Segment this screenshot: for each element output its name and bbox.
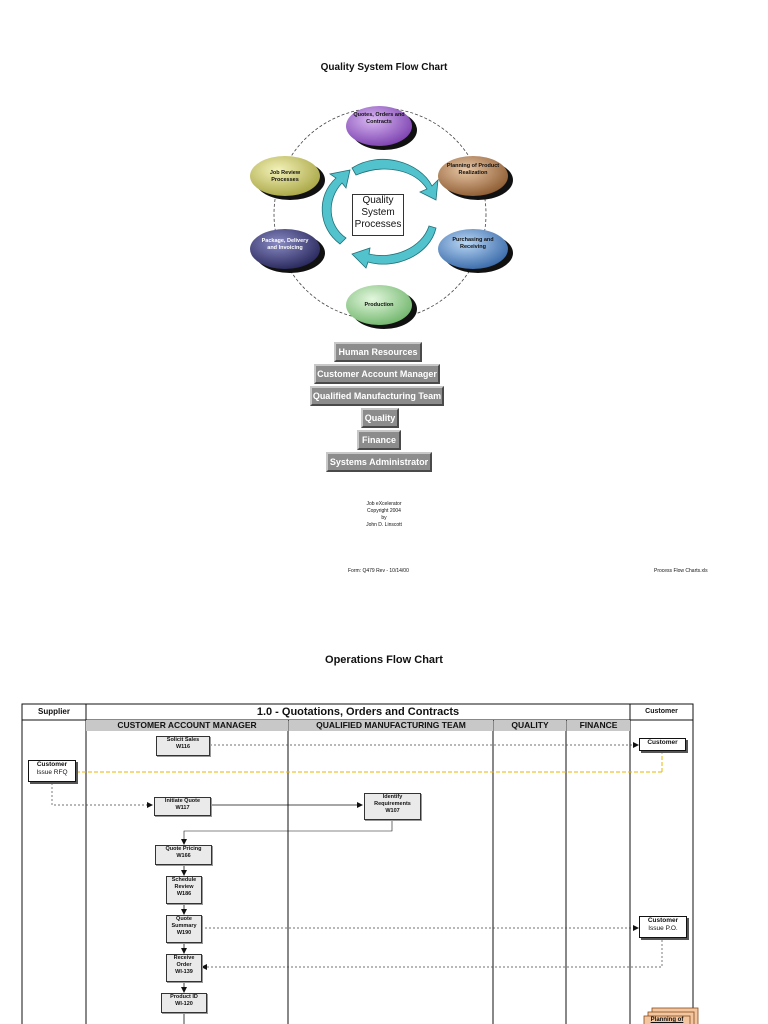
customer-rfq-title: Customer — [36, 761, 68, 768]
step-line: Review — [174, 884, 194, 890]
process-ellipse-package — [250, 229, 320, 269]
step-quote-pricing[interactable]: Quote Pricing W166 — [155, 845, 212, 865]
header-customer: Customer — [645, 708, 678, 715]
customer-po-title: Customer — [647, 917, 679, 924]
customer-po-action: Issue P.O. — [648, 925, 678, 932]
customer-rfq-action: Issue RFQ — [36, 769, 68, 776]
customer-top-label: Customer — [647, 739, 678, 746]
process-ellipse-production — [346, 285, 412, 325]
footer-form-number: Form: Q479 Rev - 10/14/00 — [348, 568, 409, 574]
process-ellipse-quotes — [346, 106, 412, 146]
step-line: Requirements — [374, 801, 411, 807]
copyright-line: by — [381, 515, 387, 521]
step-line: Initiate Quote — [164, 798, 201, 804]
header-main-title: 1.0 - Quotations, Orders and Contracts — [256, 706, 460, 718]
step-line: W116 — [175, 744, 191, 750]
role-finance[interactable]: Finance — [357, 430, 401, 450]
customer-issue-po-box[interactable]: Customer Issue P.O. — [639, 916, 687, 938]
quality-cycle-diagram — [250, 106, 513, 329]
copyright-block: Job eXcelerator Copyright 2004 by John D… — [300, 501, 468, 529]
step-line: Schedule — [171, 877, 197, 883]
step-line: Order — [176, 962, 192, 968]
process-ellipse-purchasing — [438, 229, 508, 269]
process-label-package: Package, Delivery and Invoicing — [261, 238, 309, 251]
role-human-resources[interactable]: Human Resources — [334, 342, 422, 362]
step-line: W186 — [176, 891, 192, 897]
process-ellipse-job-review — [250, 156, 320, 196]
step-quote-summary[interactable]: Quote Summary W190 — [166, 915, 202, 943]
step-initiate-quote[interactable]: Initiate Quote W117 — [154, 797, 211, 816]
lane-quality: QUALITY — [494, 720, 566, 731]
step-line: W107 — [385, 808, 400, 814]
cycle-arrow-left — [321, 169, 351, 245]
role-systems-administrator[interactable]: Systems Administrator — [326, 452, 432, 472]
role-customer-account-manager[interactable]: Customer Account Manager — [314, 364, 440, 384]
step-line: Summary — [171, 923, 197, 929]
step-line: WI-139 — [175, 969, 193, 975]
step-line: Product ID — [170, 994, 198, 1000]
step-line: Quote — [176, 916, 192, 922]
step-line: Receive — [173, 955, 195, 961]
process-label-quotes: Quotes, Orders and Contracts — [353, 112, 405, 125]
process-label-job-review: Job Review Processes — [269, 170, 301, 183]
center-label: Quality System Processes — [354, 195, 402, 230]
role-qualified-manufacturing-team[interactable]: Qualified Manufacturing Team — [310, 386, 444, 406]
step-line: WI-120 — [175, 1001, 193, 1007]
quality-system-processes-box: Quality System Processes — [352, 194, 404, 236]
step-product-id[interactable]: Product ID WI-120 — [161, 993, 207, 1013]
step-solicit-sales[interactable]: Solicit Sales W116 — [156, 736, 210, 756]
step-line: Quote Pricing — [165, 846, 202, 852]
copyright-line: Job eXcelerator — [366, 501, 402, 507]
cycle-arrow-right — [351, 225, 437, 269]
lane-qualified-manufacturing-team: QUALIFIED MANUFACTURING TEAM — [289, 720, 493, 731]
copyright-line: Copyright 2004 — [367, 508, 401, 514]
step-line: Identify — [382, 794, 403, 800]
copyright-line: John D. Linscott — [366, 522, 402, 528]
step-line: Solicit Sales — [166, 737, 200, 743]
offpage-planning-link[interactable]: Planning of — [650, 1017, 684, 1023]
step-line: W166 — [176, 853, 191, 859]
process-label-planning: Planning of Product Realization — [446, 163, 500, 176]
cycle-arrow-top — [351, 158, 439, 201]
footer-file-name: Process Flow Charts.xls — [654, 568, 708, 574]
process-label-purchasing: Purchasing and Receiving — [452, 237, 494, 250]
operations-title: Operations Flow Chart — [325, 654, 443, 666]
step-schedule-review[interactable]: Schedule Review W186 — [166, 876, 202, 904]
step-receive-order[interactable]: Receive Order WI-139 — [166, 954, 202, 982]
process-label-production: Production — [364, 302, 394, 308]
customer-box-top[interactable]: Customer — [639, 738, 686, 751]
customer-issue-rfq-box[interactable]: Customer Issue RFQ — [28, 760, 76, 782]
step-line: W190 — [176, 930, 192, 936]
page-title: Quality System Flow Chart — [320, 62, 448, 73]
header-supplier: Supplier — [37, 707, 70, 716]
lane-customer-account-manager: CUSTOMER ACCOUNT MANAGER — [86, 720, 288, 731]
step-identify-requirements[interactable]: Identify Requirements W107 — [364, 793, 421, 820]
step-line: W117 — [175, 805, 190, 811]
lane-finance: FINANCE — [567, 720, 630, 731]
role-quality[interactable]: Quality — [361, 408, 399, 428]
process-ellipse-planning — [438, 156, 508, 196]
